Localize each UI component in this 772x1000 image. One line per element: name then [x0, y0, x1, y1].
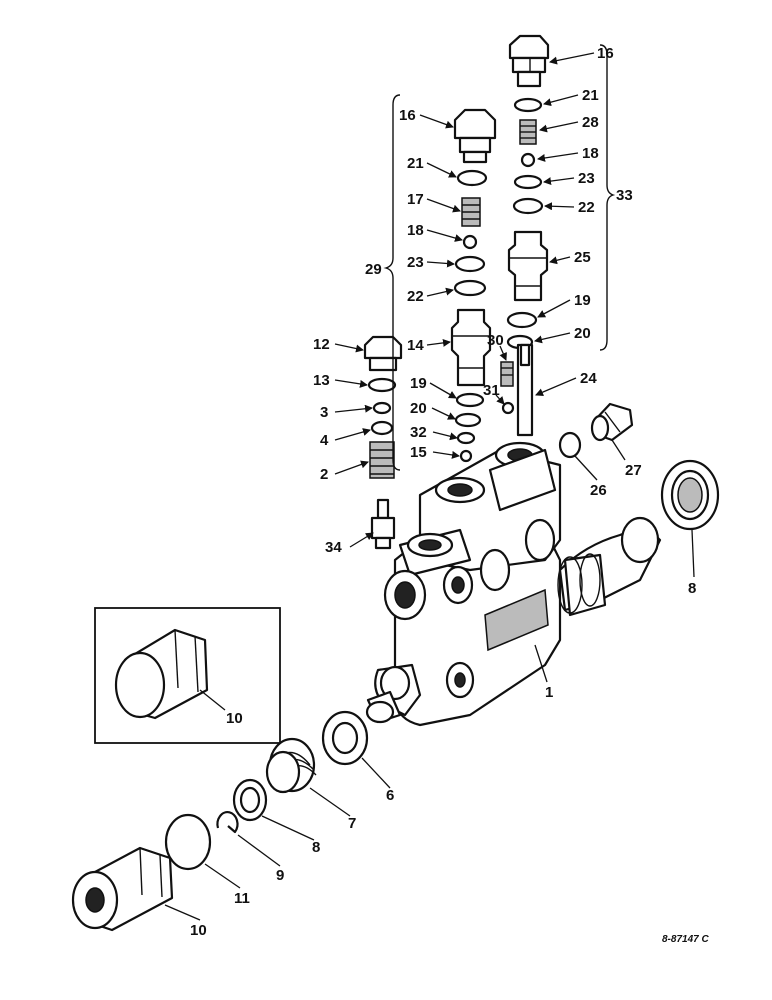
label-15: 15 — [410, 444, 427, 461]
part-8-washer — [232, 778, 268, 822]
leader-lines — [164, 52, 695, 921]
label-26: 26 — [590, 482, 607, 499]
label-20-left: 20 — [410, 400, 427, 417]
cartridge-assembly-29 — [450, 108, 497, 463]
label-23-left: 23 — [407, 254, 424, 271]
label-10-inset: 10 — [226, 710, 243, 727]
label-27: 27 — [625, 462, 642, 479]
label-14: 14 — [407, 337, 424, 354]
label-32: 32 — [410, 424, 427, 441]
part-34 — [370, 498, 396, 550]
label-18-left: 18 — [407, 222, 424, 239]
part-27 — [590, 402, 634, 442]
label-21-right: 21 — [582, 87, 599, 104]
label-33: 33 — [616, 187, 633, 204]
label-29: 29 — [365, 261, 382, 278]
label-1: 1 — [545, 684, 553, 701]
label-16-right: 16 — [597, 45, 614, 62]
label-21-left: 21 — [407, 155, 424, 172]
label-3: 3 — [320, 404, 328, 421]
label-30: 30 — [487, 332, 504, 349]
part-5 — [660, 459, 720, 531]
label-34: 34 — [325, 539, 342, 556]
label-28: 28 — [582, 114, 599, 131]
part-11 — [164, 813, 212, 871]
label-7: 7 — [348, 815, 356, 832]
part-9 — [216, 811, 239, 834]
label-12: 12 — [313, 336, 330, 353]
cartridge-assembly-33 — [500, 34, 550, 437]
figure-reference: 8-87147 C — [662, 934, 709, 945]
bracket-33 — [599, 44, 616, 351]
label-25: 25 — [574, 249, 591, 266]
label-18-right: 18 — [582, 145, 599, 162]
label-9: 9 — [276, 867, 284, 884]
label-8: 8 — [312, 839, 320, 856]
label-22-left: 22 — [407, 288, 424, 305]
label-22-right: 22 — [578, 199, 595, 216]
bracket-29 — [383, 94, 401, 471]
label-17: 17 — [407, 191, 424, 208]
label-19-left: 19 — [410, 375, 427, 392]
label-24: 24 — [580, 370, 597, 387]
relief-assembly — [363, 335, 403, 479]
label-20-right: 20 — [574, 325, 591, 342]
label-13: 13 — [313, 372, 330, 389]
part-26 — [558, 431, 582, 459]
label-5: 8 — [688, 580, 696, 597]
label-23-right: 23 — [578, 170, 595, 187]
label-11: 11 — [234, 890, 250, 907]
inset-box — [94, 607, 281, 744]
valve-body — [365, 441, 662, 727]
label-16-left: 16 — [399, 107, 416, 124]
label-31: 31 — [483, 382, 500, 399]
callout-labels: 16 21 28 18 23 33 22 25 19 20 24 16 21 1… — [190, 45, 709, 945]
label-6: 6 — [386, 787, 394, 804]
label-10-bottom: 10 — [190, 922, 207, 939]
label-4: 4 — [320, 432, 329, 449]
label-2: 2 — [320, 466, 328, 483]
part-10-fitting — [71, 846, 174, 932]
label-19-right: 19 — [574, 292, 591, 309]
part-6 — [321, 710, 369, 766]
part-7 — [265, 737, 317, 794]
